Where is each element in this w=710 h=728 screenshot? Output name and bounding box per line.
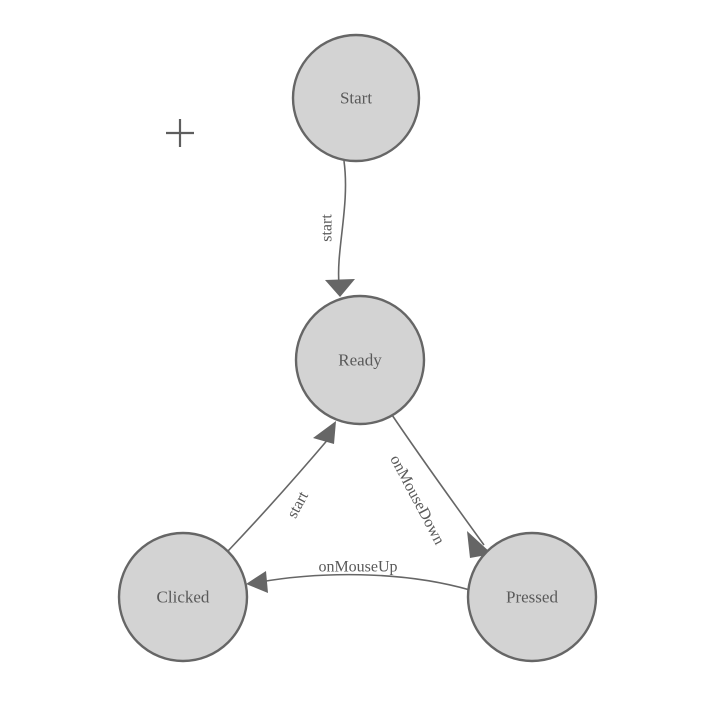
edge-label-start-to-ready: start — [319, 214, 336, 242]
node-clicked[interactable]: Clicked — [117, 531, 249, 663]
edge-clicked-to-ready-path — [227, 436, 331, 552]
edge-pressed-to-clicked[interactable] — [246, 571, 471, 593]
node-ready[interactable]: Ready — [294, 294, 426, 426]
edge-label-pressed-to-clicked: onMouseUp — [318, 559, 397, 576]
edge-start-to-ready[interactable] — [325, 160, 355, 297]
node-start-circle — [291, 33, 421, 163]
edge-pressed-to-clicked-arrowhead — [246, 571, 268, 593]
node-pressed-label: Pressed — [506, 588, 558, 607]
node-ready-circle — [294, 294, 426, 426]
edge-label-ready-to-pressed: onMouseDown — [386, 452, 447, 547]
edge-pressed-to-clicked-path — [259, 573, 471, 591]
edge-clicked-to-ready-arrowhead — [313, 421, 336, 444]
plus-marker-icon — [166, 119, 194, 147]
edge-start-to-ready-path — [337, 160, 347, 285]
edge-clicked-to-ready[interactable] — [227, 421, 336, 552]
node-clicked-label: Clicked — [157, 588, 210, 607]
node-start-label: Start — [340, 89, 372, 108]
edge-start-to-ready-arrowhead — [325, 279, 355, 297]
edge-label-clicked-to-ready: start — [284, 488, 312, 521]
edge-ready-to-pressed-path — [389, 411, 485, 546]
node-pressed-circle — [466, 531, 598, 663]
node-start[interactable]: Start — [291, 33, 421, 163]
node-ready-label: Ready — [338, 351, 382, 370]
node-clicked-circle — [117, 531, 249, 663]
node-pressed[interactable]: Pressed — [466, 531, 598, 663]
